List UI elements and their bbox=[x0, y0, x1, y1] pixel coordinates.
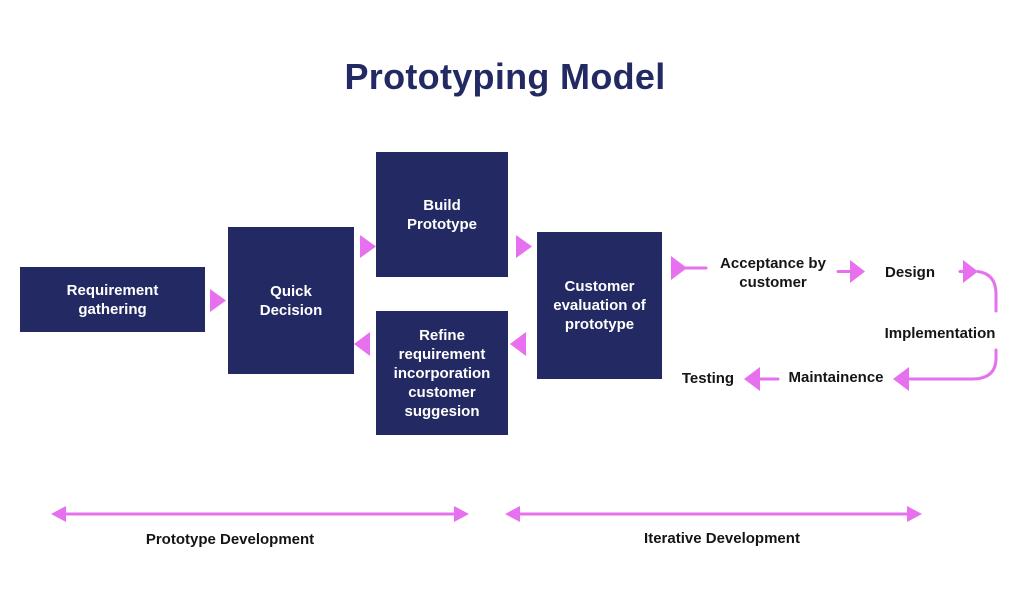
refine-requirement-box: Refine requirement incorporation custome… bbox=[376, 311, 508, 435]
implementation-label: Implementation bbox=[884, 325, 996, 342]
arrow-decision-to-build bbox=[360, 235, 376, 258]
arrow-build-to-evaluation bbox=[516, 235, 532, 258]
iterative-development-label: Iterative Development bbox=[644, 530, 800, 547]
build-prototype-box: Build Prototype bbox=[376, 152, 508, 277]
arrow-refine-to-decision bbox=[354, 332, 370, 356]
prototype-development-label: Prototype Development bbox=[145, 531, 315, 548]
customer-evaluation-box: Customer evaluation of prototype bbox=[537, 232, 662, 379]
connector-loop-curve bbox=[976, 270, 998, 313]
connector-loop-curve-lower bbox=[900, 348, 998, 381]
requirement-gathering-box: Requirement gathering bbox=[20, 267, 205, 332]
diagram-title: Prototyping Model bbox=[344, 56, 666, 97]
quick-decision-box: Quick Decision bbox=[228, 227, 354, 374]
arrow-requirement-to-decision bbox=[210, 289, 226, 312]
testing-label: Testing bbox=[681, 370, 735, 387]
arrow-design-to-implementation bbox=[963, 260, 978, 283]
design-label: Design bbox=[884, 264, 935, 281]
acceptance-label: Acceptance by customer bbox=[720, 255, 826, 291]
maintainence-label: Maintainence bbox=[788, 369, 884, 386]
arrow-evaluation-to-refine bbox=[510, 332, 526, 356]
